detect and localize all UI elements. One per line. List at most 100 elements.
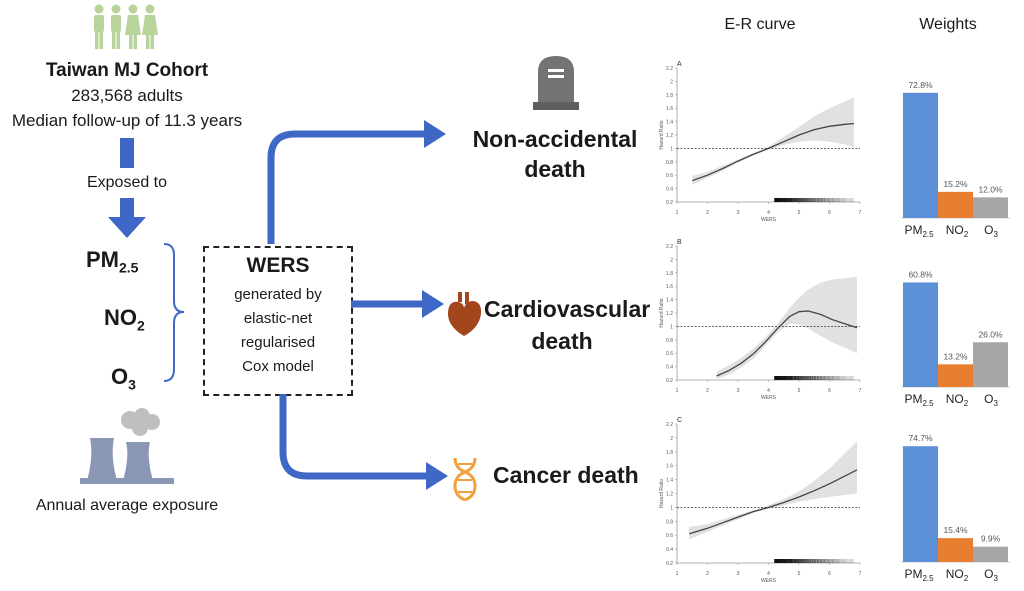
weight-bar-1 [938, 191, 973, 218]
y-tick-label: 1.2 [666, 311, 673, 317]
wers-line-3: regularised [240, 334, 316, 351]
y-tick-label: 1 [670, 505, 673, 511]
weight-bar-1 [938, 364, 973, 387]
y-tick-label: 1.2 [666, 133, 673, 139]
x-tick-label: 2 [706, 388, 709, 394]
y-axis-label: Hazard Ratio [659, 120, 665, 149]
category-label: PM2.5 [904, 223, 934, 239]
x-tick-label: 3 [737, 388, 740, 394]
y-tick-label: 2 [670, 257, 673, 263]
y-tick-label: 1.4 [666, 120, 673, 126]
y-tick-label: 1.2 [666, 492, 673, 498]
people-icon [94, 4, 158, 49]
y-tick-label: 2.2 [666, 66, 673, 72]
down-arrow-2 [108, 198, 146, 238]
heart-icon [447, 292, 482, 336]
y-tick-label: 0.4 [666, 187, 673, 193]
wers-line-1: generated by [234, 286, 322, 303]
pollutant-no2: NO2 [104, 305, 145, 334]
panel-label: B [677, 239, 682, 246]
weight-value-label: 15.4% [943, 525, 968, 535]
weight-bar-0 [903, 446, 938, 562]
rug-strip [774, 376, 855, 380]
hazard-ratio-line [689, 469, 858, 535]
x-tick-label: 5 [798, 571, 801, 577]
y-tick-label: 1.6 [666, 464, 673, 470]
y-tick-label: 1.4 [666, 298, 673, 304]
outcome-1-line2: death [524, 156, 586, 182]
wers-box [203, 246, 353, 396]
x-tick-label: 2 [706, 210, 709, 216]
y-tick-label: 2.2 [666, 244, 673, 250]
y-tick-label: 0.2 [666, 378, 673, 384]
weight-value-label: 72.8% [908, 80, 933, 90]
x-tick-label: 1 [676, 388, 679, 394]
weight-bar-0 [903, 282, 938, 387]
outcome-3-line1: Cancer death [493, 462, 639, 488]
rug-strip [774, 198, 855, 202]
y-axis-label: Hazard Ratio [659, 479, 665, 508]
panel-label: A [677, 61, 682, 68]
x-tick-label: 6 [828, 388, 831, 394]
outcome-2-line1: Cardiovascular [484, 296, 651, 322]
pollutant-pm25: PM2.5 [86, 247, 139, 276]
wers-line-2: elastic-net [243, 310, 313, 327]
confidence-band [716, 276, 857, 379]
y-tick-label: 0.4 [666, 365, 673, 371]
y-tick-label: 1.4 [666, 478, 673, 484]
weight-bar-2 [973, 197, 1008, 218]
wers-line-4: Cox model [242, 358, 314, 375]
y-tick-label: 0.2 [666, 561, 673, 567]
weight-value-label: 13.2% [943, 351, 968, 361]
x-tick-label: 5 [798, 210, 801, 216]
panel-label: C [677, 417, 682, 424]
confidence-band [692, 97, 854, 185]
x-tick-label: 4 [767, 210, 770, 216]
y-tick-label: 0.8 [666, 338, 673, 344]
hazard-ratio-line [692, 122, 854, 182]
x-tick-label: 6 [828, 571, 831, 577]
pollutant-o3: O3 [111, 364, 136, 393]
arrow-to-cancer [279, 394, 428, 480]
y-tick-label: 1.6 [666, 284, 673, 290]
down-arrow-1 [120, 138, 134, 168]
x-axis-label: WERS [761, 578, 777, 584]
x-tick-label: 7 [859, 571, 862, 577]
category-label: PM2.5 [904, 392, 934, 408]
y-tick-label: 1.8 [666, 93, 673, 99]
category-label: O3 [984, 567, 998, 583]
weight-bar-0 [903, 92, 938, 218]
category-label: PM2.5 [904, 567, 934, 583]
tombstone-icon [533, 56, 579, 110]
y-tick-label: 0.6 [666, 173, 673, 179]
weight-bar-2 [973, 546, 1008, 562]
x-tick-label: 1 [676, 571, 679, 577]
confidence-band [689, 441, 857, 540]
rug-strip [774, 559, 855, 563]
weight-bar-1 [938, 538, 973, 562]
dna-icon [453, 457, 477, 502]
category-label: NO2 [946, 223, 969, 239]
y-tick-label: 1 [670, 146, 673, 152]
x-tick-label: 3 [737, 571, 740, 577]
x-axis-label: WERS [761, 395, 777, 401]
x-tick-label: 6 [828, 210, 831, 216]
cohort-size: 283,568 adults [71, 86, 183, 105]
cohort-followup: Median follow-up of 11.3 years [11, 111, 243, 130]
x-tick-label: 1 [676, 210, 679, 216]
exposure-label: Annual average exposure [35, 497, 219, 514]
y-tick-label: 1 [670, 324, 673, 330]
cohort-name: Taiwan MJ Cohort [45, 60, 209, 81]
weight-value-label: 9.9% [981, 534, 1001, 544]
x-tick-label: 4 [767, 388, 770, 394]
weight-value-label: 74.7% [908, 433, 933, 443]
er-curve-header: E-R curve [724, 16, 796, 33]
x-axis-label: WERS [761, 217, 777, 223]
